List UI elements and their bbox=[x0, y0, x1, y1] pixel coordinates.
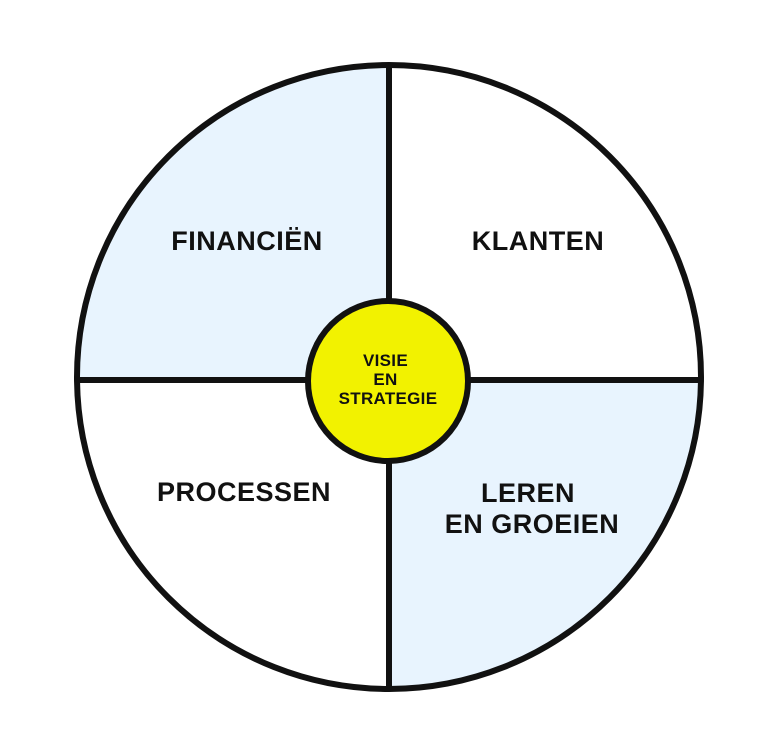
quadrant-label-leren-en-groeien: LEREN EN GROEIEN bbox=[445, 478, 620, 539]
quadrant-label-financien: FINANCIËN bbox=[171, 226, 323, 256]
center-circle bbox=[305, 298, 471, 464]
center-label: VISIE EN STRATEGIE bbox=[339, 351, 438, 408]
quadrant-label-processen: PROCESSEN bbox=[157, 477, 331, 507]
quadrant-label-klanten: KLANTEN bbox=[472, 226, 605, 256]
outer-circle bbox=[74, 62, 704, 692]
